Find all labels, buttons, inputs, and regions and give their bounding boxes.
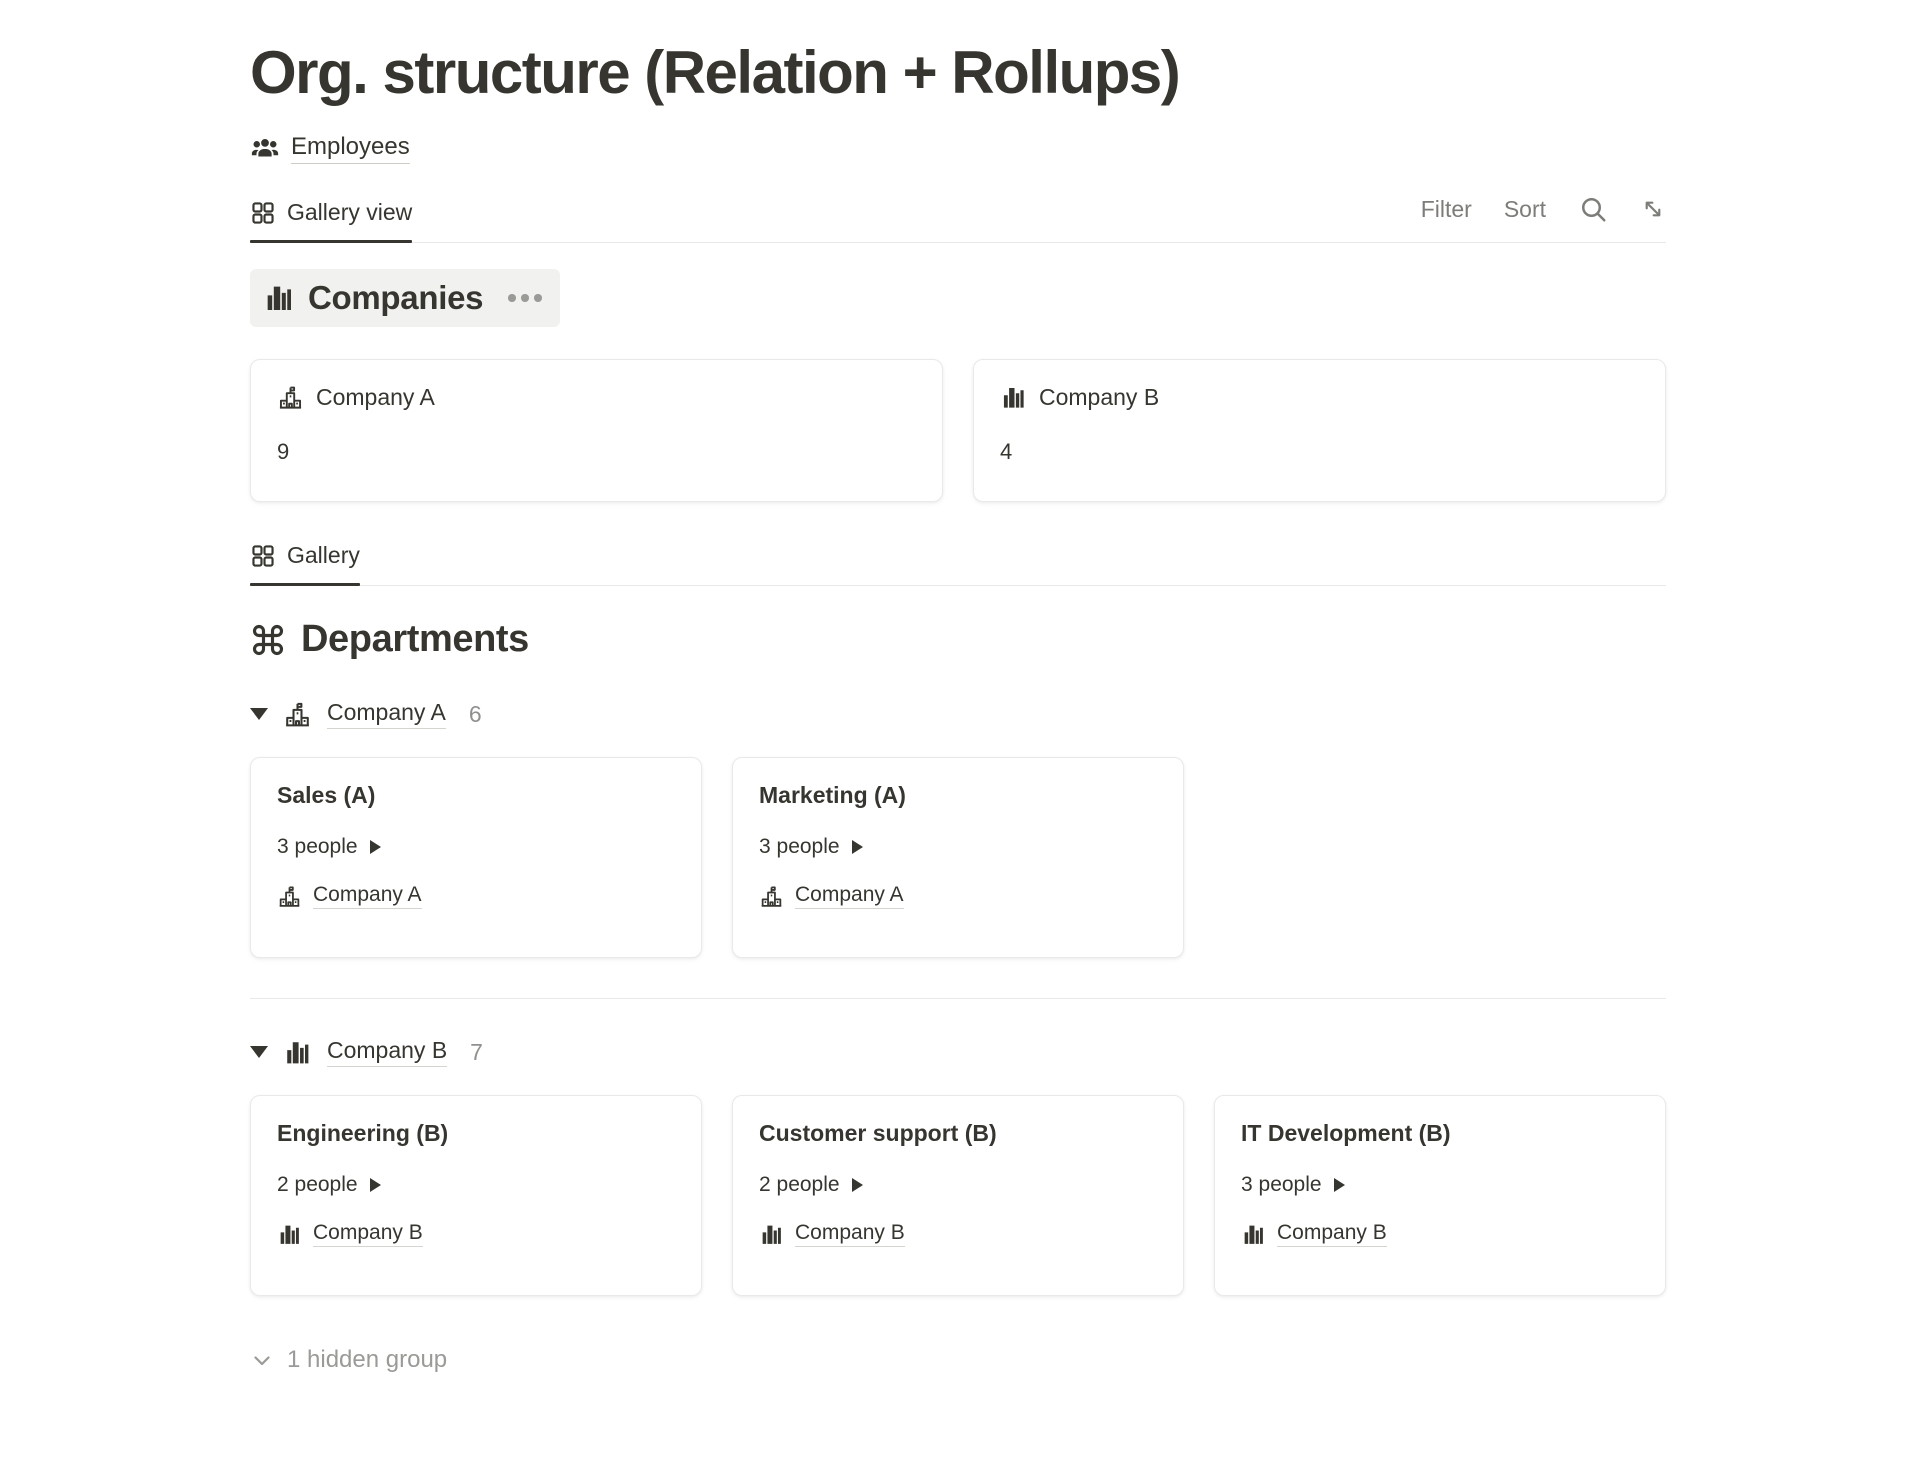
city-buildings-icon [1241, 1222, 1266, 1247]
card-title: IT Development (B) [1241, 1120, 1451, 1146]
notion-page: Org. structure (Relation + Rollups) Empl… [250, 39, 1666, 1374]
search-icon [1578, 194, 1608, 224]
people-label: 2 people [277, 1173, 358, 1196]
card-title: Engineering (B) [277, 1120, 449, 1146]
company-link[interactable]: Company A [795, 883, 904, 909]
city-buildings-icon [1000, 384, 1027, 411]
people-count: 3 people [759, 835, 1157, 859]
departments-card-grid: Engineering (B) 2 people Company B Custo… [250, 1095, 1666, 1296]
card-title: Marketing (A) [759, 782, 906, 808]
show-items-arrow-icon[interactable] [369, 840, 381, 854]
show-items-arrow-icon[interactable] [1333, 1178, 1345, 1192]
city-buildings-icon [759, 1222, 784, 1247]
department-card[interactable]: Engineering (B) 2 people Company B [250, 1095, 702, 1296]
card-count: 9 [277, 439, 290, 464]
gallery-grid-icon [250, 543, 276, 569]
city-buildings-icon [263, 282, 295, 314]
departments-title: Departments [301, 618, 529, 660]
building-flag-icon [277, 384, 304, 411]
card-title: Customer support (B) [759, 1120, 997, 1146]
building-flag-icon [759, 884, 784, 909]
tab-label: Gallery [287, 542, 360, 568]
building-flag-icon [283, 700, 312, 729]
people-group-icon [250, 134, 280, 164]
tab-label: Gallery view [287, 199, 413, 225]
company-link[interactable]: Company B [795, 1221, 905, 1247]
employees-breadcrumb[interactable]: Employees [250, 133, 410, 164]
group-company-link[interactable]: Company B [327, 1037, 448, 1067]
show-items-arrow-icon[interactable] [851, 840, 863, 854]
group-toggle-icon[interactable] [250, 708, 268, 720]
city-buildings-icon [277, 1222, 302, 1247]
department-card[interactable]: Customer support (B) 2 people Company B [732, 1095, 1184, 1296]
chevron-down-icon [250, 1348, 274, 1372]
departments-card-grid: Sales (A) 3 people Company A Marketing (… [250, 757, 1666, 958]
people-label: 2 people [759, 1173, 840, 1196]
card-title: Company A [316, 384, 435, 410]
toolbar-controls: Filter Sort [1421, 194, 1666, 242]
people-count: 2 people [277, 1173, 675, 1197]
show-items-arrow-icon[interactable] [369, 1178, 381, 1192]
building-flag-icon [277, 884, 302, 909]
group-count: 6 [468, 700, 482, 727]
company-relation: Company A [277, 883, 675, 909]
tab-gallery-view[interactable]: Gallery view [250, 199, 413, 243]
company-relation: Company A [759, 883, 1157, 909]
gallery-tabbar: Gallery [250, 542, 1666, 586]
company-relation: Company B [277, 1221, 675, 1247]
hidden-group-toggle[interactable]: 1 hidden group [250, 1346, 447, 1374]
companies-group-header[interactable]: Companies [250, 269, 560, 327]
company-relation: Company B [1241, 1221, 1639, 1247]
more-options-button[interactable] [506, 290, 544, 306]
company-relation: Company B [759, 1221, 1157, 1247]
command-icon [250, 622, 286, 658]
people-label: 3 people [277, 835, 358, 858]
company-card[interactable]: Company B 4 [973, 359, 1666, 502]
company-link[interactable]: Company B [313, 1221, 423, 1247]
card-count: 4 [1000, 439, 1013, 464]
page-title: Org. structure (Relation + Rollups) [250, 39, 1181, 106]
group-header-company-a: Company A 6 [250, 699, 1666, 729]
company-card[interactable]: Company A 9 [250, 359, 943, 502]
card-title: Sales (A) [277, 782, 376, 808]
hidden-group-label: 1 hidden group [287, 1346, 448, 1373]
group-divider [250, 998, 1666, 999]
search-button[interactable] [1578, 194, 1608, 224]
group-toggle-icon[interactable] [250, 1046, 268, 1058]
gallery-grid-icon [250, 200, 276, 226]
sort-button[interactable]: Sort [1503, 195, 1546, 222]
company-link[interactable]: Company B [1277, 1221, 1387, 1247]
expand-button[interactable] [1640, 196, 1666, 222]
people-label: 3 people [1241, 1173, 1322, 1196]
company-link[interactable]: Company A [313, 883, 422, 909]
people-count: 3 people [277, 835, 675, 859]
group-count: 7 [470, 1038, 483, 1065]
people-count: 2 people [759, 1173, 1157, 1197]
city-buildings-icon [283, 1038, 312, 1067]
view-tabbar: Gallery view Filter Sort [250, 194, 1666, 243]
department-card[interactable]: IT Development (B) 3 people Company B [1214, 1095, 1666, 1296]
group-header-company-b: Company B 7 [250, 1037, 1666, 1067]
department-card[interactable]: Marketing (A) 3 people Company A [732, 757, 1184, 958]
filter-button[interactable]: Filter [1420, 195, 1472, 222]
department-card[interactable]: Sales (A) 3 people Company A [250, 757, 702, 958]
group-company-link[interactable]: Company A [327, 699, 446, 729]
expand-icon [1640, 196, 1666, 222]
employees-label: Employees [291, 133, 410, 164]
people-count: 3 people [1241, 1173, 1639, 1197]
show-items-arrow-icon[interactable] [851, 1178, 863, 1192]
tab-gallery[interactable]: Gallery [250, 542, 360, 586]
companies-title: Companies [308, 279, 484, 316]
people-label: 3 people [759, 835, 840, 858]
departments-heading: Departments [250, 618, 1666, 661]
card-title: Company B [1039, 384, 1160, 410]
companies-card-grid: Company A 9 Company B 4 [250, 359, 1666, 502]
